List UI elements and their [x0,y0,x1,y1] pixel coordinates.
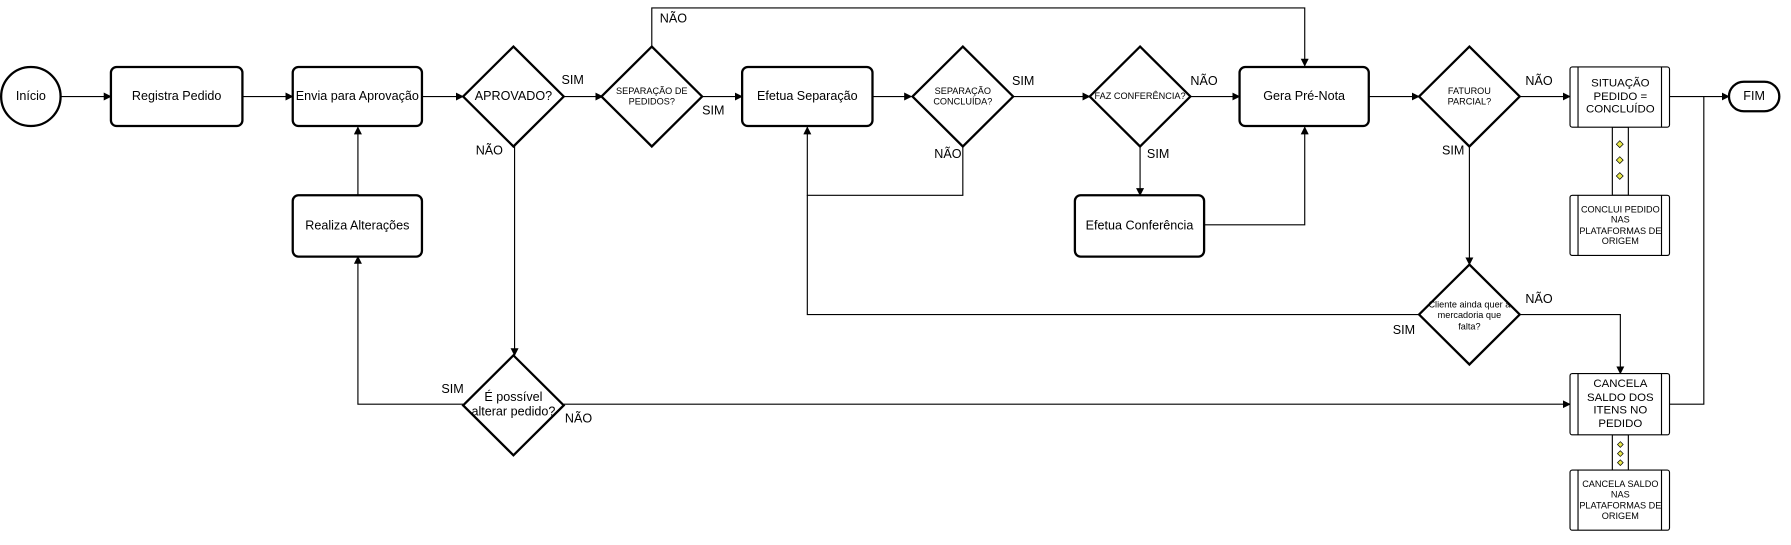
edge-possivel-sim [353,255,464,405]
faz-conf-label: FAZ CONFERÊNCIA? [1094,91,1186,102]
edge-label-nao-aprovado: NÃO [475,144,503,158]
conclui-node: CONCLUI PEDIDO NAS PLATAFORMAS DE ORIGEM [1579,195,1661,255]
edge-cliente-nao [1519,313,1625,375]
efetua-sep-node: Efetua Separação [742,67,872,126]
faturou-node: FATUROU PARCIAL? [1433,79,1506,113]
cancela-itens-node: CANCELA SALDO DOS ITENS NO PEDIDO [1579,374,1661,435]
realiza-node: Realiza Alterações [293,195,422,256]
start-circle [0,65,62,128]
connector-situacao-conclui [1611,126,1629,196]
gera-box [1238,65,1370,128]
aprovado-diamond [461,44,566,149]
faz-conf-node: FAZ CONFERÊNCIA? [1094,79,1186,113]
sep-pedidos-label: SEPARAÇÃO DE PEDIDOS? [616,86,688,107]
cancela-plataformas-label: CANCELA SALDO NAS PLATAFORMAS DE ORIGEM [1579,479,1662,521]
edge-label-sim-possivel: SIM [441,382,464,397]
fim-pill [1727,80,1781,113]
inicio-label: Início [15,89,46,103]
edge-label-sim-faturou: SIM [1441,144,1465,158]
efetua-sep-label: Efetua Separação [756,89,858,103]
aprovado-label: APROVADO? [474,89,553,103]
edge-label-nao-possivel: NÃO [564,412,593,426]
edge-label-sim-aprovado: SIM [561,73,584,88]
inicio-node: Início [1,67,60,126]
edge-label-nao-sep-concluida: NÃO [934,147,962,162]
envia-label: Envia para Aprovação [295,89,419,103]
edge-efetua-conf-gera [1204,126,1309,226]
sep-concluida-label: SEPARAÇÃO CONCLUÍDA? [933,86,993,107]
faturou-diamond [1417,44,1522,149]
efetua-conf-label: Efetua Conferência [1085,218,1194,233]
edge-label-nao-faturou: NÃO [1525,74,1553,89]
edge-label-nao-faz-conf: NÃO [1190,74,1218,89]
envia-box [291,65,424,128]
gera-node: Gera Pré-Nota [1240,67,1369,126]
registra-box [109,65,244,128]
edge-sep-conc-nao [803,126,964,196]
envia-node: Envia para Aprovação [293,67,422,126]
fim-node: FIM [1729,82,1779,112]
efetua-conf-node: Efetua Conferência [1075,195,1204,256]
faz-conf-diamond [1088,44,1193,149]
gera-label: Gera Pré-Nota [1263,89,1346,103]
faturou-label: FATUROU PARCIAL? [1447,86,1492,107]
registra-node: Registra Pedido [111,67,243,126]
edge-label-sim-sep-pedidos: SIM [702,104,725,119]
edge-label-sim-cliente: SIM [1392,323,1416,338]
aprovado-node: APROVADO? [463,67,564,126]
connector-cancela-plataformas [1611,434,1629,471]
edge-label-sim-sep-concluida: SIM [1011,74,1035,89]
edge-label-nao-cliente: NÃO [1525,292,1553,307]
cliente-diamond [1417,262,1522,367]
sep-pedidos-diamond [599,44,704,149]
possivel-diamond [461,353,566,457]
sep-pedidos-node: SEPARAÇÃO DE PEDIDOS? [606,79,697,113]
fim-label: FIM [1743,89,1765,103]
possivel-label: É possível alterar pedido? [471,390,556,419]
conclui-label: CONCLUI PEDIDO NAS PLATAFORMAS DE ORIGEM [1579,204,1662,247]
edges [60,7,1730,409]
sep-concluida-node: SEPARAÇÃO CONCLUÍDA? [922,79,1004,113]
situacao-label: SITUAÇÃO PEDIDO = CONCLUÍDO [1586,77,1655,117]
cliente-label: Cliente ainda quer a mercadoria que falt… [1428,299,1511,332]
realiza-box [291,194,424,258]
shapes [0,44,1781,457]
possivel-node: É possível alterar pedido? [470,386,557,425]
efetua-conf-box [1073,194,1206,258]
edge-cancela-fim [1669,96,1705,405]
realiza-label: Realiza Alterações [305,218,410,233]
cancela-itens-label: CANCELA SALDO DOS ITENS NO PEDIDO [1586,378,1654,430]
edge-label-nao-sep-pedidos: NÃO [659,12,688,27]
cancela-plataformas-node: CANCELA SALDO NAS PLATAFORMAS DE ORIGEM [1579,470,1661,530]
edge-label-sim-faz-conf: SIM [1146,147,1170,162]
situacao-node: SITUAÇÃO PEDIDO = CONCLUÍDO [1579,67,1661,127]
process-boxes [1569,66,1671,531]
registra-label: Registra Pedido [131,89,222,103]
edge-sep-pedidos-nao [651,7,1309,67]
sep-concluida-diamond [910,44,1015,149]
cliente-node: Cliente ainda quer a mercadoria que falt… [1427,296,1512,335]
edge-cliente-sim [806,195,1420,316]
efetua-sep-box [740,65,874,128]
